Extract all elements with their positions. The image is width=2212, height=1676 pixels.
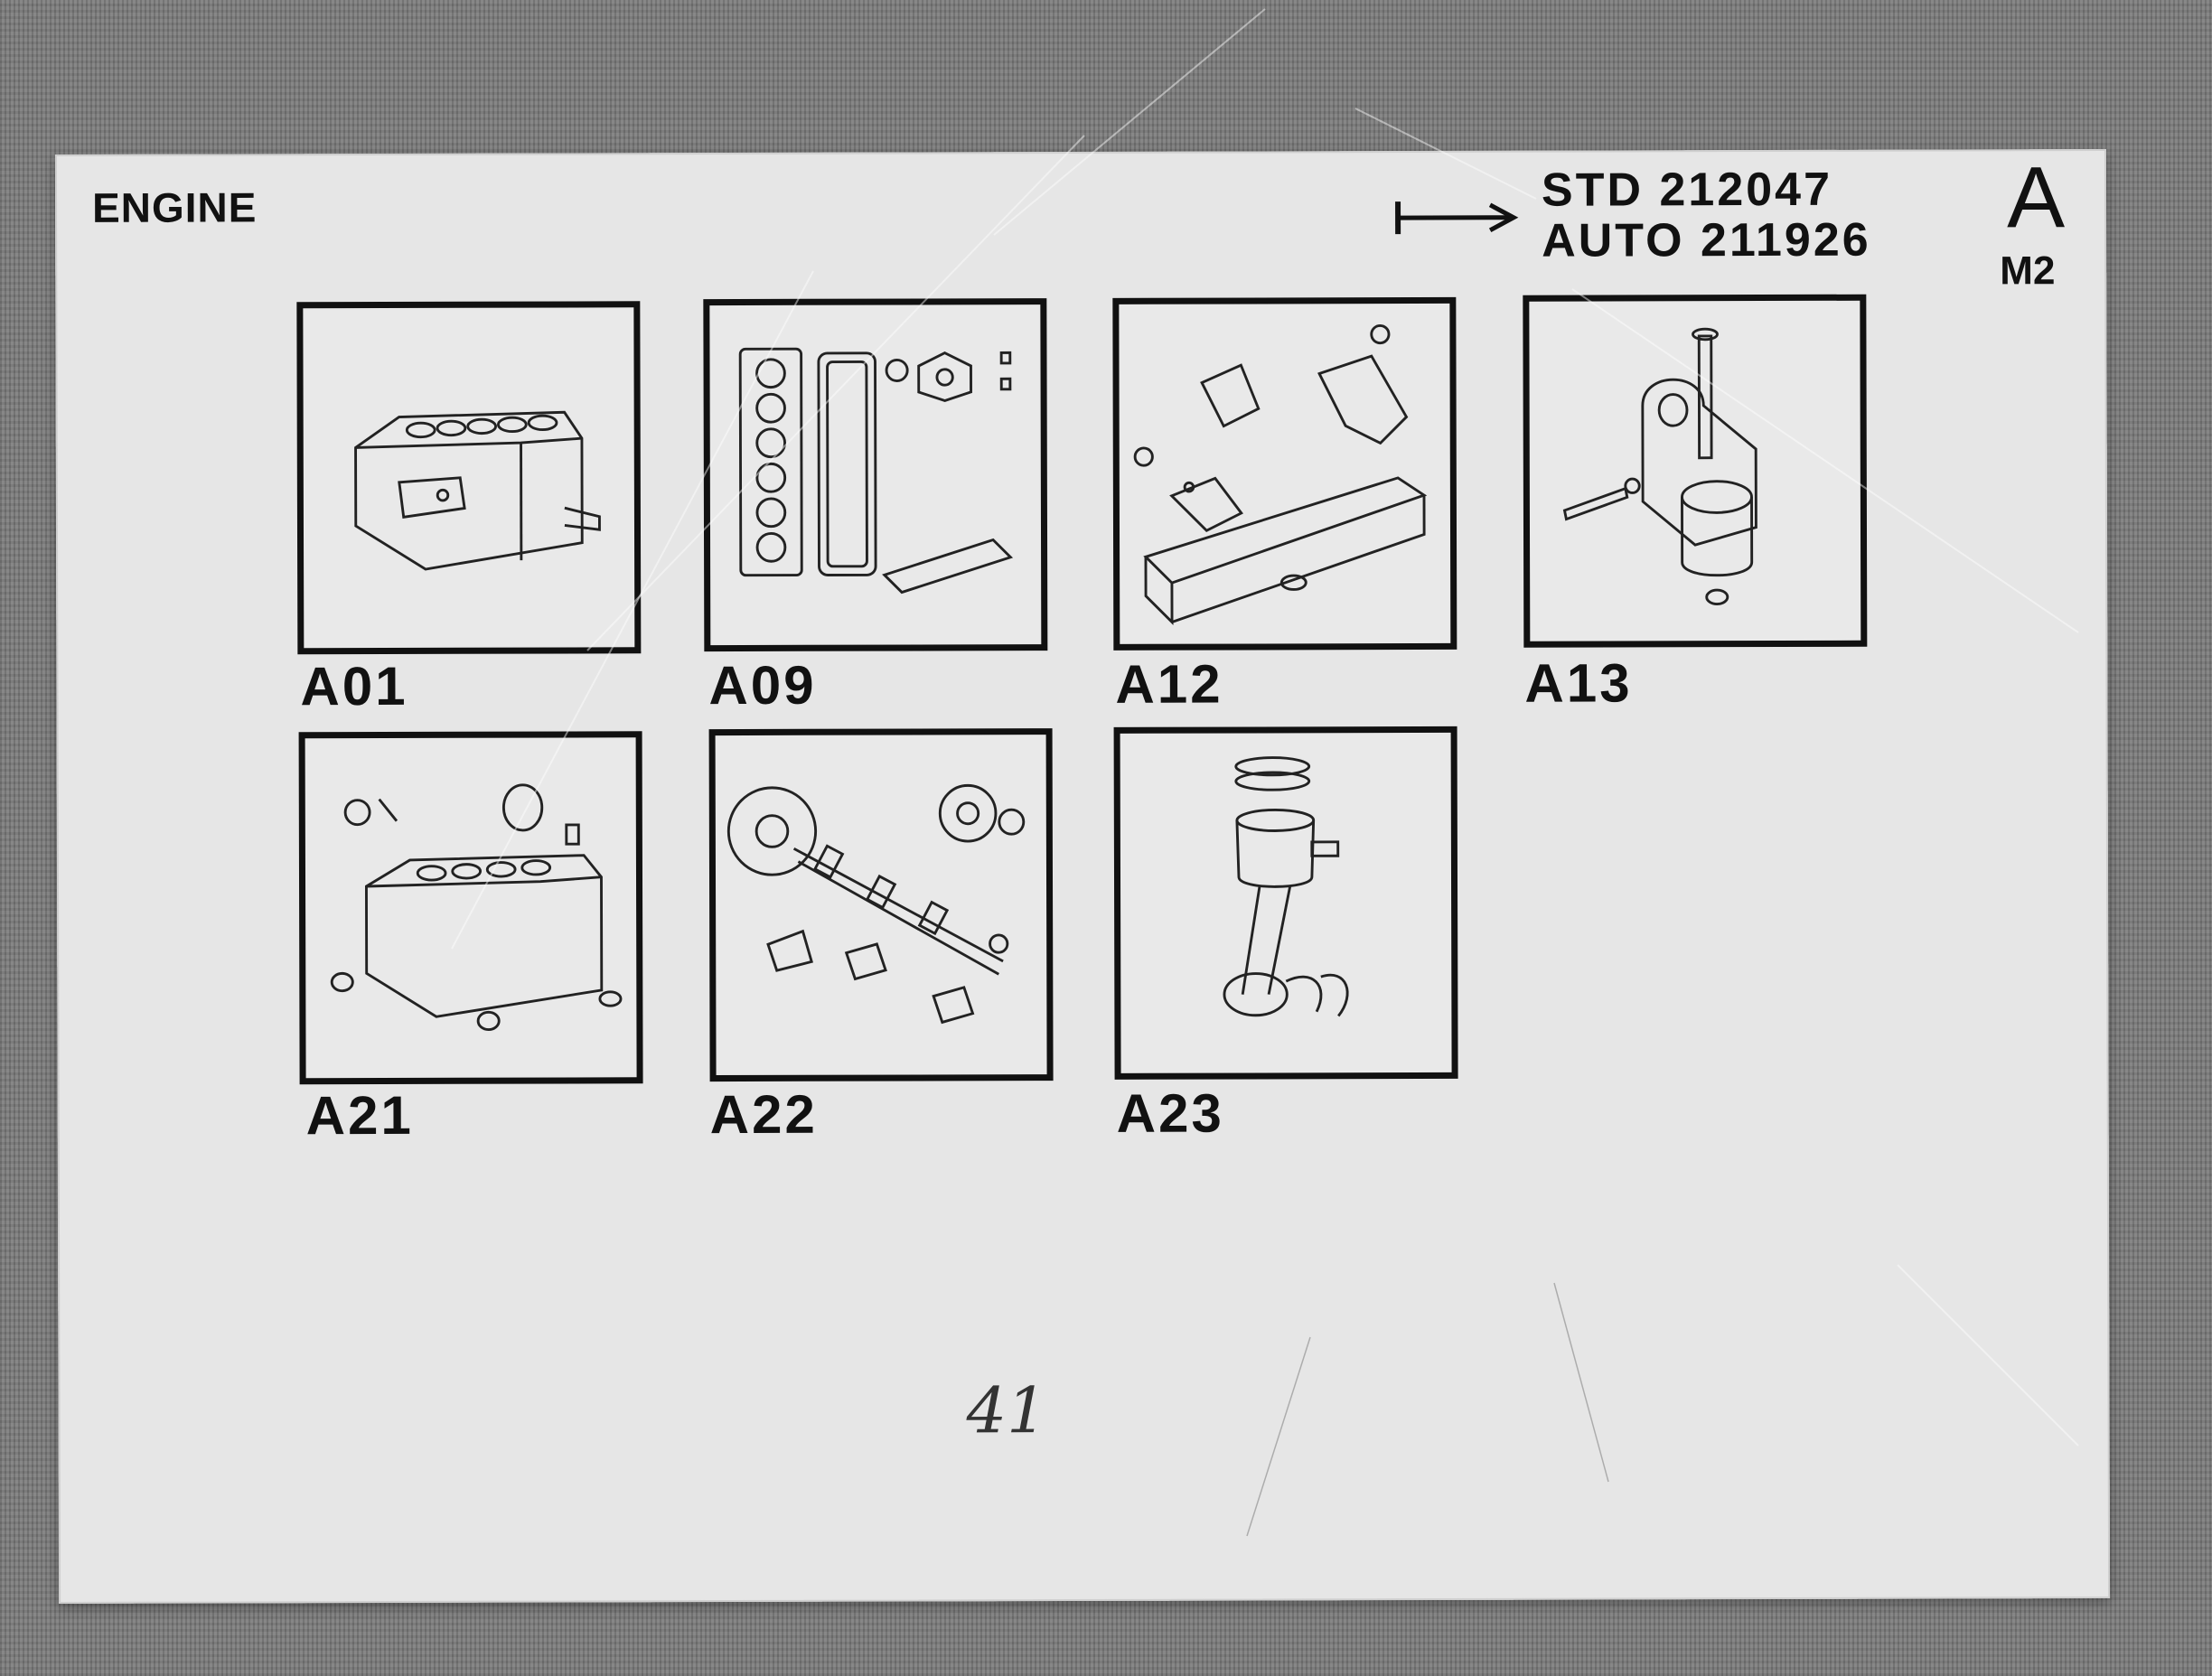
right-arrow-from-bar-icon: [1395, 201, 1519, 235]
serial-numbers: STD 212047 AUTO 211926: [1542, 164, 1871, 267]
oil-filter-icon: [1562, 327, 1757, 605]
parts-catalog-card: ENGINE STD 212047 AUTO 211926 A M2: [54, 149, 2111, 1604]
tile-label-a01: A01: [300, 655, 408, 717]
gasket-set-icon: [738, 347, 1014, 595]
engine-mounting-icon: [1133, 323, 1428, 625]
section-title: ENGINE: [91, 183, 258, 231]
cylinder-block-icon: [354, 410, 601, 571]
group-letter: A: [2006, 149, 2066, 247]
block-plugs-icon: [330, 783, 623, 1032]
tile-a22[interactable]: [708, 728, 1054, 1082]
serial-std: STD 212047: [1541, 163, 1833, 217]
crankshaft-icon: [726, 783, 1026, 1025]
tile-label-a22: A22: [709, 1083, 818, 1146]
tile-label-a21: A21: [305, 1084, 414, 1147]
tile-label-a12: A12: [1115, 653, 1223, 715]
tile-a13[interactable]: [1523, 294, 1868, 648]
tile-label-a09: A09: [708, 654, 817, 716]
tile-a12[interactable]: [1112, 296, 1457, 651]
tile-a01[interactable]: [296, 301, 642, 655]
group-code: M2: [2000, 248, 2056, 294]
serial-auto: AUTO 211926: [1542, 213, 1871, 267]
tile-a21[interactable]: [298, 731, 643, 1085]
tile-a23[interactable]: [1113, 726, 1458, 1080]
piston-conrod-icon: [1223, 756, 1349, 1017]
page-number: 41: [966, 1373, 1047, 1448]
tile-a09[interactable]: [703, 298, 1048, 652]
tile-label-a13: A13: [1524, 652, 1633, 714]
tile-label-a23: A23: [1116, 1082, 1224, 1144]
